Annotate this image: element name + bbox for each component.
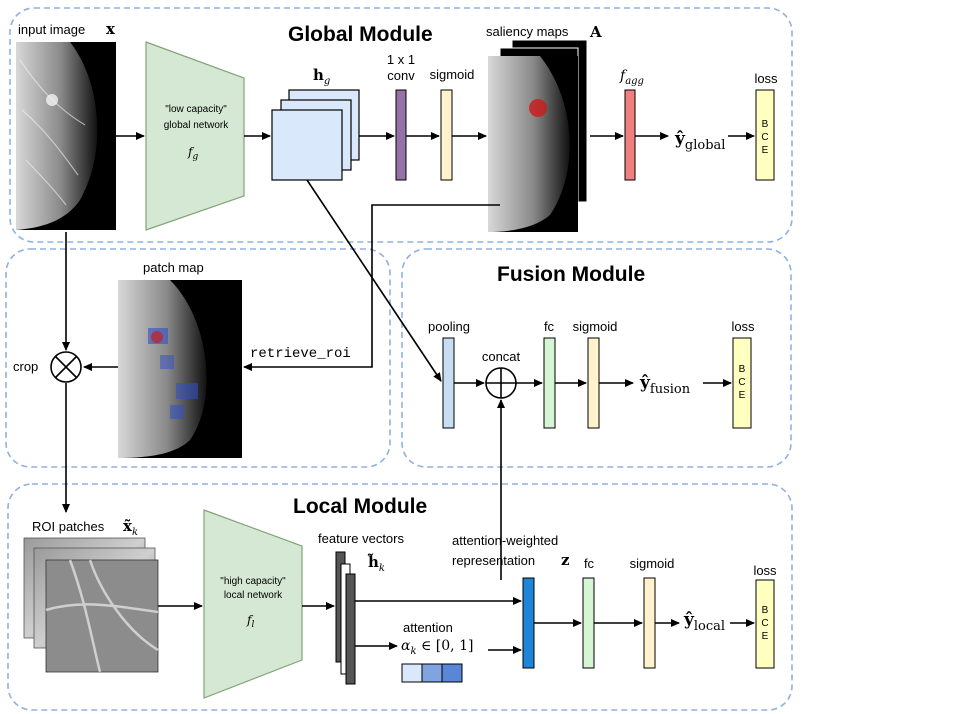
conv-block (395, 89, 407, 181)
weighted-representation-line2: representation (452, 553, 535, 568)
z-block (522, 577, 535, 669)
global-sigmoid-block (440, 89, 453, 181)
fusion-bce-b: B (739, 364, 746, 375)
local-bce-e: E (762, 631, 769, 642)
fusion-fc-label: fc (544, 319, 555, 334)
patch-map-image (118, 280, 242, 458)
conv-label-line2: conv (387, 68, 415, 83)
feature-vectors-stack (335, 551, 356, 685)
retrieve-roi-label: retrieve_roi (250, 346, 351, 362)
fusion-sigmoid-label: sigmoid (573, 319, 618, 334)
fusion-loss-block (732, 337, 752, 429)
global-network-label-line1: "low capacity" (165, 104, 227, 115)
global-bce-e: E (762, 145, 769, 156)
local-module-title: Local Module (293, 495, 427, 518)
roi-patches-symbol: x̃k (123, 517, 138, 538)
local-bce-b: B (762, 605, 769, 616)
local-network-fn: fl (246, 613, 254, 630)
fusion-fc-block (543, 337, 556, 429)
saliency-maps-label: saliency maps (486, 24, 569, 39)
fusion-sigmoid-block (587, 337, 600, 429)
arrow-features-to-pooling (306, 179, 442, 382)
weighted-representation-line1: attention-weighted (452, 533, 558, 548)
attention-weights-bar (401, 663, 463, 683)
global-sigmoid-label: sigmoid (430, 67, 475, 82)
patch-map-label: patch map (143, 260, 204, 275)
global-network-label-line2: global network (164, 120, 229, 131)
input-image-label: input image (18, 22, 85, 37)
feature-vectors-symbol: h̃k (367, 553, 385, 574)
global-network-trapezoid (145, 41, 245, 231)
global-output-symbol: ŷglobal (674, 129, 725, 153)
local-loss-block (755, 579, 775, 669)
global-bce-b: B (762, 119, 769, 130)
fusion-loss-label: loss (731, 319, 755, 334)
fusion-concat-operator (485, 367, 517, 399)
local-sigmoid-label: sigmoid (630, 556, 675, 571)
z-symbol: z (561, 551, 570, 569)
local-output-symbol: ŷlocal (683, 610, 725, 634)
saliency-maps-symbol: A (589, 23, 602, 41)
crop-operator (50, 351, 82, 383)
fusion-concat-label: concat (482, 349, 521, 364)
local-fc-label: fc (584, 556, 595, 571)
global-loss-block (755, 89, 775, 181)
fusion-bce-c: C (738, 377, 745, 388)
agg-block (624, 89, 636, 181)
conv-label-line1: 1 x 1 (387, 52, 415, 67)
local-bce-c: C (761, 618, 768, 629)
fusion-output-symbol: ŷfusion (639, 373, 691, 397)
local-network-trapezoid (203, 509, 303, 699)
global-network-fn: fg (187, 145, 198, 162)
fusion-pooling-label: pooling (428, 319, 470, 334)
global-feature-stack (271, 89, 360, 181)
fusion-module-border (401, 248, 792, 468)
input-image-symbol: x (106, 20, 116, 38)
attention-formula: αk ∈ [0, 1] (401, 638, 473, 657)
fusion-pooling-block (442, 337, 455, 429)
local-sigmoid-block (643, 577, 656, 669)
global-bce-c: C (761, 132, 768, 143)
input-mammogram-image (16, 42, 116, 230)
roi-patches-label: ROI patches (32, 519, 105, 534)
local-network-label-line1: "high capacity" (220, 576, 286, 587)
global-module-border (9, 7, 793, 243)
fusion-bce-e: E (739, 390, 746, 401)
local-module-border (7, 483, 793, 711)
local-loss-label: loss (753, 563, 777, 578)
local-network-label-line2: local network (224, 590, 283, 601)
feature-vectors-label: feature vectors (318, 531, 404, 546)
arrow-saliency-to-retrieve-roi (243, 204, 500, 371)
global-loss-label: loss (754, 71, 778, 86)
local-fc-block (582, 577, 595, 669)
fusion-module-title: Fusion Module (497, 263, 645, 286)
global-module-title: Global Module (288, 23, 433, 46)
crop-label: crop (13, 359, 38, 374)
attention-label: attention (403, 620, 453, 635)
roi-patches-image (23, 537, 159, 673)
global-feature-symbol: hg (313, 66, 330, 87)
agg-fn-label: fagg (619, 68, 644, 87)
saliency-maps-image (488, 39, 588, 232)
